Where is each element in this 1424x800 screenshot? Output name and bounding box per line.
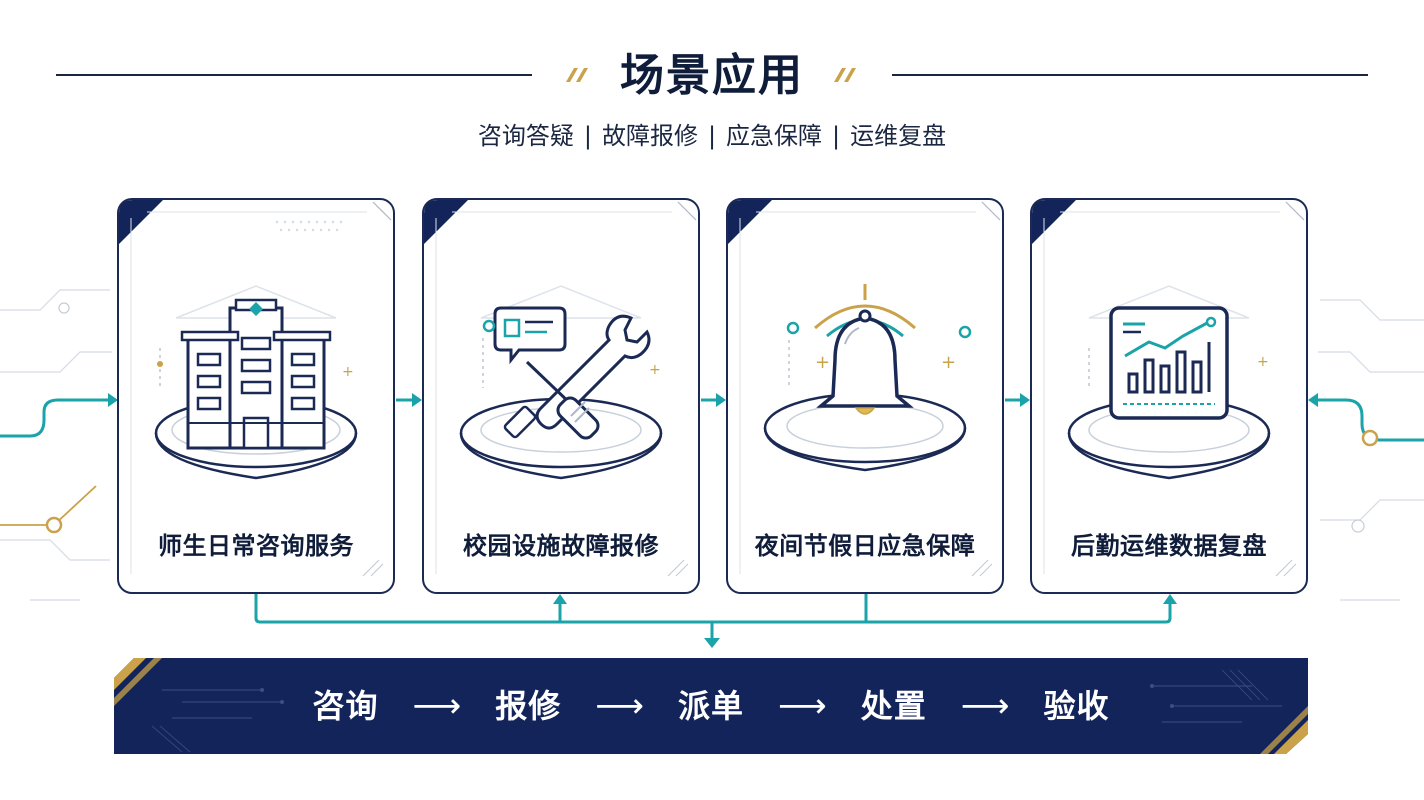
card-label: 师生日常咨询服务 <box>158 532 354 560</box>
slash-ornament-left <box>566 68 588 82</box>
flow-arrow-icon: ⟶ <box>960 686 1010 726</box>
svg-text:+: + <box>649 362 661 378</box>
subtitle-separator: | <box>583 122 592 150</box>
card-daily-consult: + 师生日常咨询服务 <box>117 198 395 594</box>
flow-arrow-icon: ⟶ <box>412 686 462 726</box>
process-flow-banner: 咨询 ⟶ 报修 ⟶ 派单 ⟶ 处置 ⟶ 验收 <box>112 656 1310 756</box>
page-subtitle: 咨询答疑 | 故障报修 | 应急保障 | 运维复盘 <box>0 118 1424 154</box>
banner-background <box>114 658 1308 754</box>
card-label: 夜间节假日应急保障 <box>754 532 976 560</box>
subtitle-separator: | <box>832 122 841 150</box>
subtitle-item-consult: 咨询答疑 <box>477 122 574 150</box>
wrench-screwdriver-icon: + <box>459 285 663 480</box>
card-facility-repair: + 校园设施故障报修 <box>422 198 700 594</box>
process-steps: 咨询 ⟶ 报修 ⟶ 派单 ⟶ 处置 ⟶ 验收 <box>112 656 1310 756</box>
card-emergency-support: + + 夜间节假日应急保障 <box>726 198 1004 594</box>
subtitle-separator: | <box>707 122 717 150</box>
flow-step-consult: 咨询 <box>312 687 379 725</box>
card-label: 校园设施故障报修 <box>463 532 659 560</box>
svg-text:+: + <box>1257 354 1269 370</box>
subtitle-item-emergency: 应急保障 <box>726 122 823 150</box>
bell-alarm-icon: + + <box>763 284 972 472</box>
card-label: 后勤运维数据复盘 <box>1071 532 1267 560</box>
bar-chart-monitor-icon: + <box>1067 285 1271 480</box>
subtitle-item-repair: 故障报修 <box>601 122 698 150</box>
flow-step-handle: 处置 <box>860 687 927 725</box>
flow-step-repair: 报修 <box>495 687 562 725</box>
svg-text:+: + <box>815 352 830 373</box>
flow-step-dispatch: 派单 <box>677 687 744 725</box>
school-building-icon: + <box>154 285 358 480</box>
svg-text:+: + <box>941 352 956 373</box>
card-operations-review: + 后勤运维数据复盘 <box>1030 198 1308 594</box>
flow-arrow-icon: ⟶ <box>778 686 827 726</box>
flow-step-accept: 验收 <box>1043 687 1110 725</box>
subtitle-item-review: 运维复盘 <box>850 122 947 150</box>
slash-ornament-right <box>834 68 856 82</box>
page-title: 场景应用 <box>620 50 804 101</box>
svg-text:+: + <box>342 364 354 380</box>
flow-arrow-icon: ⟶ <box>595 686 644 726</box>
